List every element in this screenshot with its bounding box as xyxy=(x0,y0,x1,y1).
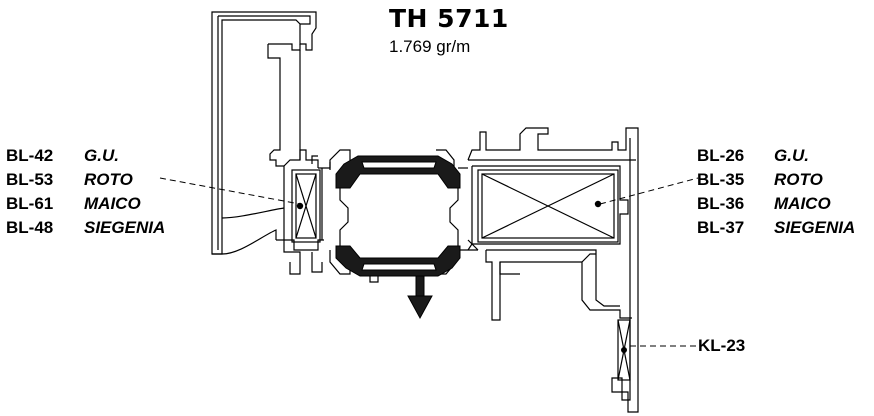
thermal-break-strips xyxy=(335,155,461,277)
right-groove-dot xyxy=(594,200,602,208)
right-code-1: BL-26 xyxy=(697,146,745,165)
right-brand-4: SIEGENIA xyxy=(774,218,856,237)
left-code-4: BL-48 xyxy=(6,218,54,237)
right-leader-line xyxy=(599,177,699,205)
sash-profile xyxy=(458,127,639,413)
left-code-3: BL-61 xyxy=(6,194,54,213)
left-code-1: BL-42 xyxy=(6,146,54,165)
left-brand-2: ROTO xyxy=(84,170,133,189)
left-hardware-groove xyxy=(291,169,321,243)
left-brand-3: MAICO xyxy=(84,194,141,213)
left-code-2: BL-53 xyxy=(6,170,54,189)
left-brand-1: G.U. xyxy=(84,146,119,165)
bottom-polyamide-strip xyxy=(335,245,461,277)
left-leader-line xyxy=(159,177,301,205)
left-groove-dot xyxy=(296,202,304,210)
right-brand-3: MAICO xyxy=(774,194,831,213)
right-code-2: BL-35 xyxy=(697,170,745,189)
right-brand-1: G.U. xyxy=(774,146,809,165)
top-polyamide-strip xyxy=(335,155,461,189)
seal-label: KL-23 xyxy=(698,336,746,355)
left-brand-4: SIEGENIA xyxy=(84,218,166,237)
profile-weight: 1.769 gr/m xyxy=(389,37,471,56)
outer-frame-profile xyxy=(211,11,331,275)
right-hardware-groove xyxy=(477,169,619,243)
seal-dot xyxy=(621,347,627,353)
right-code-3: BL-36 xyxy=(697,194,745,213)
right-brand-2: ROTO xyxy=(774,170,823,189)
profile-title: TH 5711 xyxy=(389,4,509,33)
bottom-arrow-gasket xyxy=(407,275,433,320)
right-code-4: BL-37 xyxy=(697,218,745,237)
leader-lines xyxy=(159,177,699,347)
